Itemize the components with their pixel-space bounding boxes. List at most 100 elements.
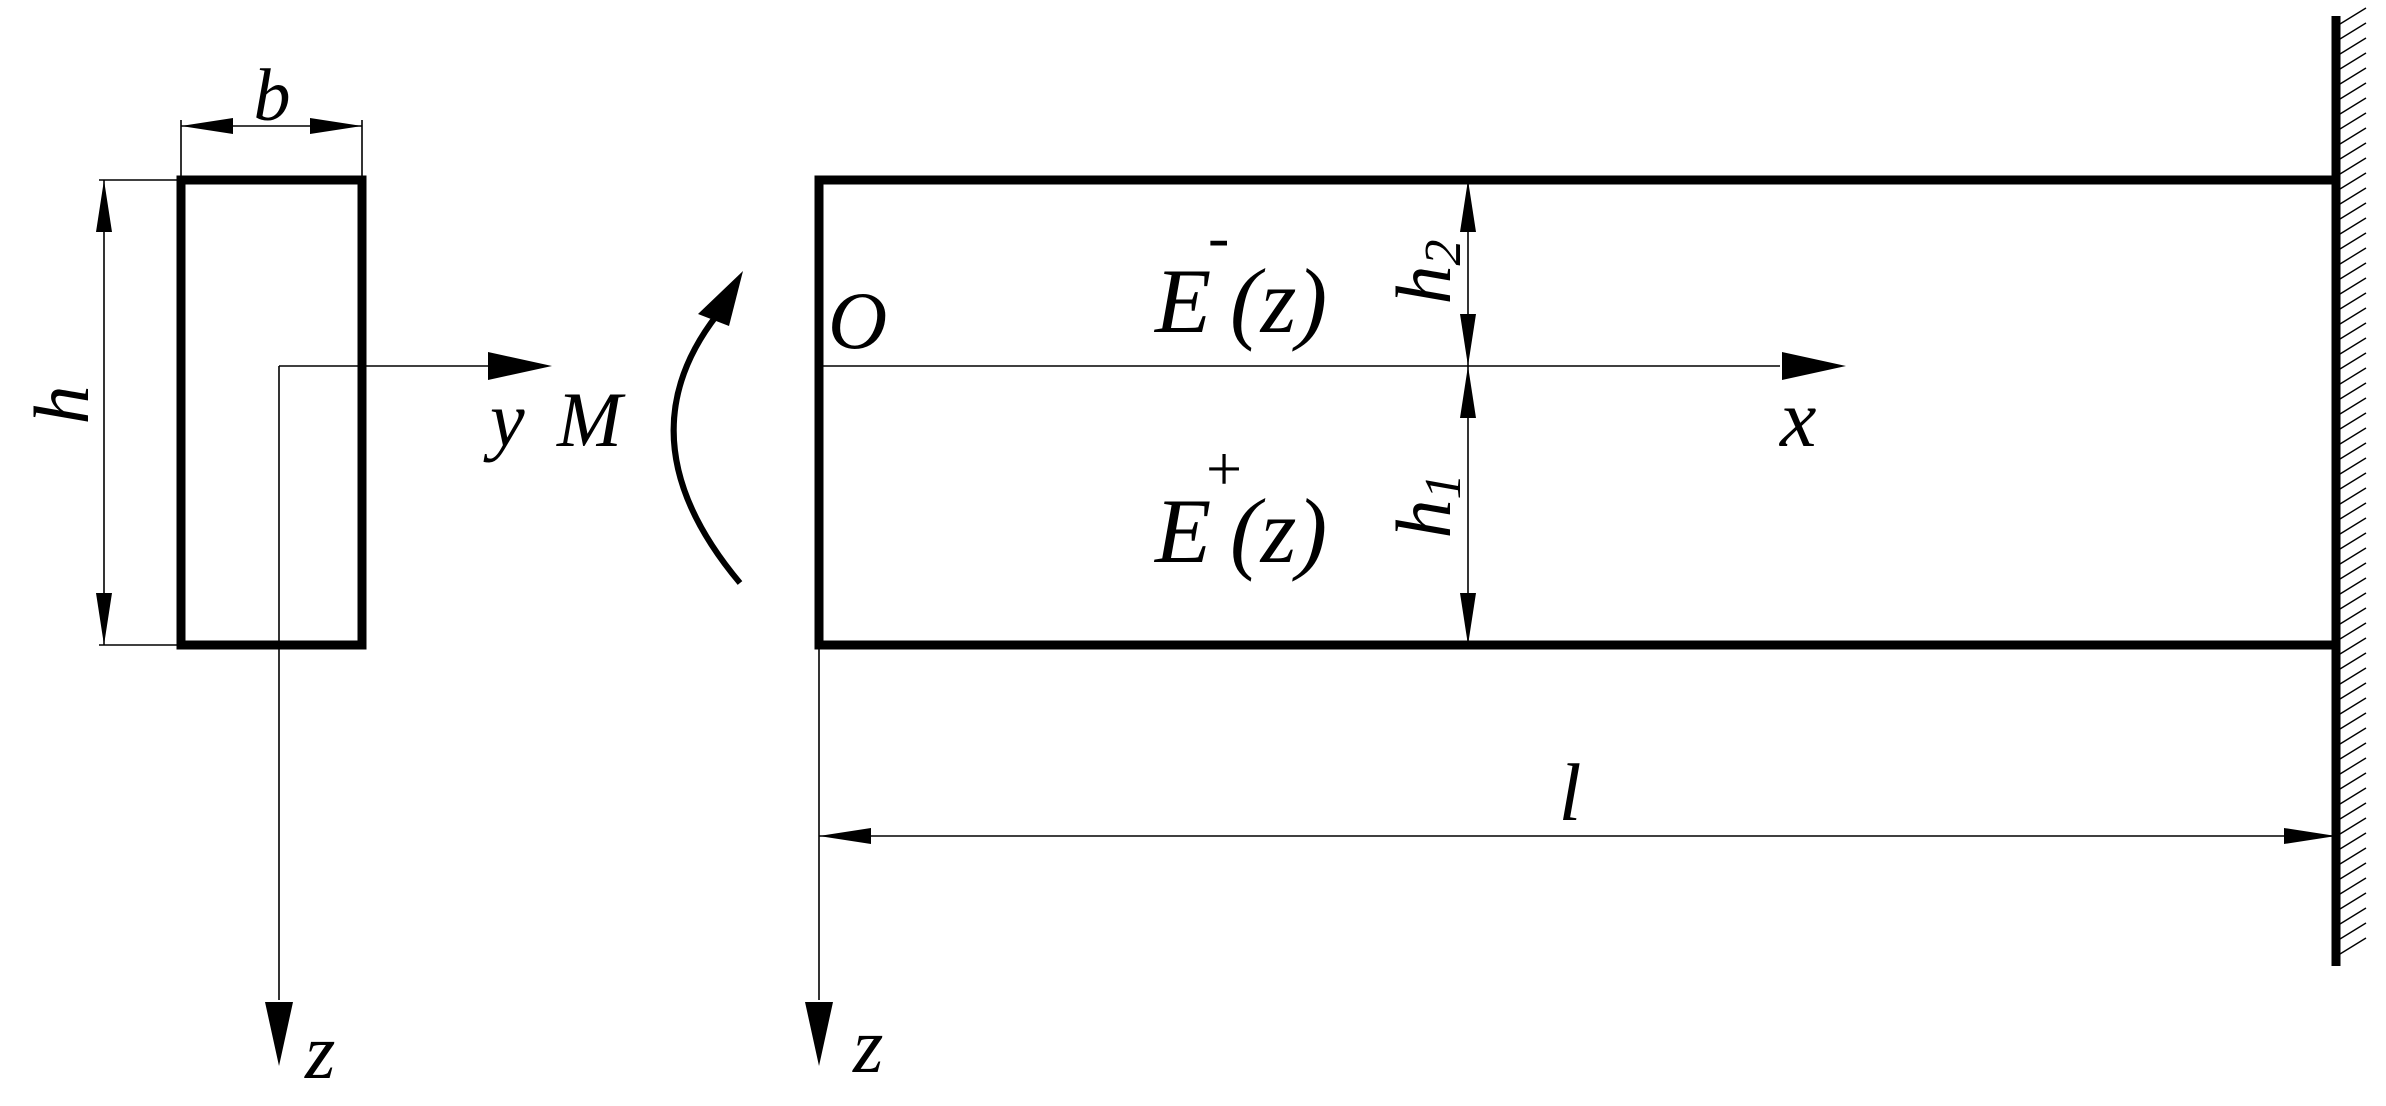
lower-modulus-base: E — [1153, 480, 1211, 582]
beam: O x z h2 h1 E - (z) E + (z) — [805, 175, 2341, 1089]
h2-arrow-top — [1460, 180, 1476, 232]
svg-text:h1: h1 — [1380, 474, 1472, 539]
hatch-line — [2339, 277, 2367, 295]
hatch-line — [2339, 157, 2367, 175]
hatch-line — [2339, 97, 2367, 115]
hatch-line — [2339, 547, 2367, 565]
lower-modulus-label: E + (z) — [1153, 433, 1327, 582]
hatch-line — [2339, 787, 2367, 805]
hatch-line — [2339, 232, 2367, 250]
hatch-line — [2339, 802, 2367, 820]
hatch-line — [2339, 847, 2367, 865]
beam-x-arrowhead — [1782, 352, 1846, 380]
section-z-arrowhead — [265, 1002, 293, 1066]
hatch-line — [2339, 262, 2367, 280]
lower-modulus-arg: (z) — [1230, 480, 1327, 582]
lower-modulus-sign: + — [1206, 433, 1242, 504]
h1-subscript: 1 — [1415, 474, 1472, 500]
h1-arrow-bottom — [1460, 593, 1476, 645]
hatch-line — [2339, 412, 2367, 430]
hatch-line — [2339, 187, 2367, 205]
hatch-line — [2339, 292, 2367, 310]
hatch-line — [2339, 592, 2367, 610]
hatch-line — [2339, 532, 2367, 550]
hatch-line — [2339, 877, 2367, 895]
hatch-line — [2339, 307, 2367, 325]
upper-modulus-base: E — [1153, 250, 1211, 352]
length-arrow-left — [819, 828, 871, 844]
hatch-line — [2339, 607, 2367, 625]
fixed-support — [2331, 7, 2367, 966]
section-y-arrowhead — [488, 352, 552, 380]
h1-base: h — [1380, 500, 1467, 539]
height-label: h — [18, 386, 105, 425]
hatch-line — [2339, 442, 2367, 460]
hatch-line — [2339, 817, 2367, 835]
upper-modulus-sign: - — [1208, 201, 1229, 272]
hatch-line — [2339, 562, 2367, 580]
hatch-line — [2339, 577, 2367, 595]
hatch-line — [2339, 502, 2367, 520]
hatch-line — [2339, 397, 2367, 415]
section-y-label: y — [483, 376, 525, 463]
cross-section: b h y z — [18, 55, 552, 1095]
h2-arrow-bottom — [1460, 314, 1476, 366]
hatch-line — [2339, 382, 2367, 400]
h1-arrow-top — [1460, 366, 1476, 418]
beam-x-label: x — [1779, 373, 1816, 464]
hatch-line — [2339, 22, 2367, 40]
hatch-line — [2339, 772, 2367, 790]
width-arrow-left — [181, 118, 233, 134]
hatch-line — [2339, 922, 2367, 940]
hatch-line — [2339, 637, 2367, 655]
applied-moment: M — [556, 271, 743, 585]
hatch-line — [2339, 352, 2367, 370]
hatch-line — [2339, 172, 2367, 190]
hatch-line — [2339, 937, 2367, 955]
hatch-line — [2339, 832, 2367, 850]
height-arrow-bottom — [96, 593, 112, 645]
length-arrow-right — [2284, 828, 2336, 844]
hatch-line — [2339, 652, 2367, 670]
cross-section-outline — [176, 175, 367, 650]
hatch-line — [2339, 247, 2367, 265]
height-arrow-top — [96, 180, 112, 232]
hatch-line — [2339, 712, 2367, 730]
origin-label: O — [828, 275, 887, 366]
hatch-line — [2339, 52, 2367, 70]
beam-z-arrowhead — [805, 1002, 833, 1066]
moment-arrowhead — [698, 271, 743, 326]
hatch-line — [2339, 112, 2367, 130]
hatch-line — [2339, 37, 2367, 55]
svg-text:h2: h2 — [1380, 240, 1472, 305]
hatch-line — [2339, 622, 2367, 640]
hatch-line — [2339, 217, 2367, 235]
upper-modulus-label: E - (z) — [1153, 201, 1327, 352]
beam-z-label: z — [852, 1002, 883, 1089]
hatch-line — [2339, 367, 2367, 385]
h2-subscript: 2 — [1415, 240, 1472, 266]
hatch-line — [2339, 862, 2367, 880]
lower-thickness-label: h1 — [1380, 474, 1472, 539]
wall-hatching — [2339, 7, 2367, 955]
hatch-line — [2339, 7, 2367, 25]
section-z-label: z — [304, 1008, 335, 1095]
hatch-line — [2339, 517, 2367, 535]
hatch-line — [2339, 142, 2367, 160]
moment-arc — [670, 313, 743, 585]
hatch-line — [2339, 457, 2367, 475]
hatch-line — [2339, 667, 2367, 685]
moment-label: M — [556, 376, 626, 463]
hatch-line — [2339, 727, 2367, 745]
hatch-line — [2339, 682, 2367, 700]
length-label: l — [1559, 747, 1582, 838]
hatch-line — [2339, 322, 2367, 340]
hatch-line — [2339, 202, 2367, 220]
upper-thickness-label: h2 — [1380, 240, 1472, 305]
hatch-line — [2339, 82, 2367, 100]
hatch-line — [2339, 427, 2367, 445]
beam-outline — [814, 175, 2341, 650]
hatch-line — [2339, 697, 2367, 715]
width-arrow-right — [310, 118, 362, 134]
